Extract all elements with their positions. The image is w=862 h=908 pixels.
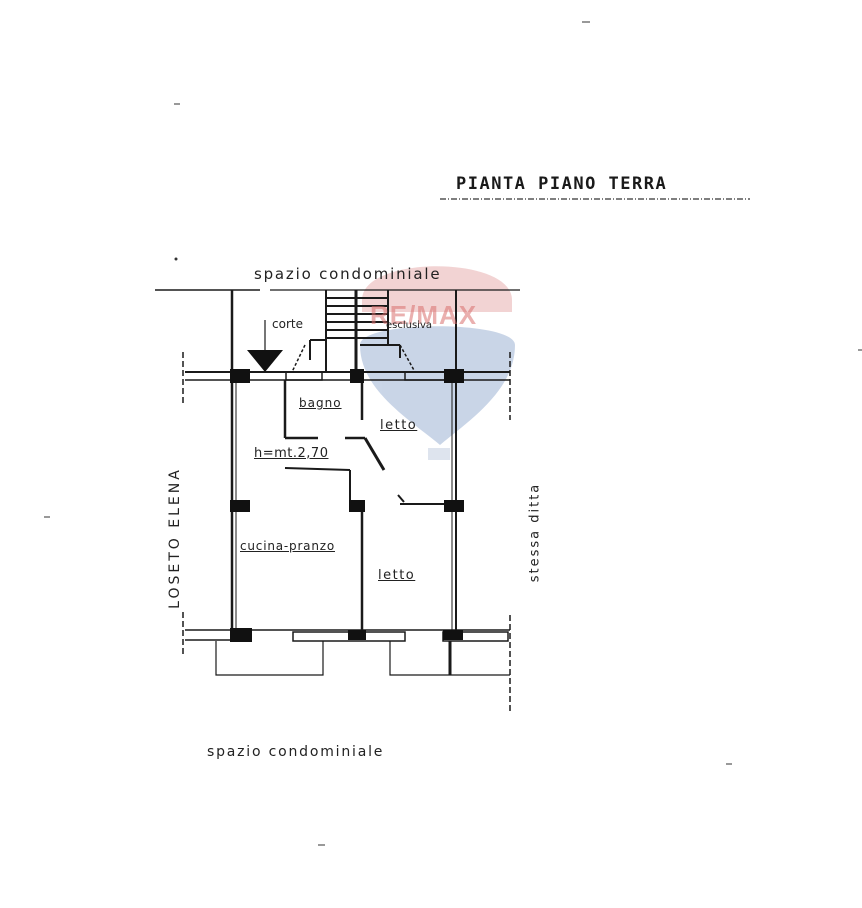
label-kitchen-dining: cucina-pranzo	[240, 539, 335, 553]
label-bedroom-1: letto	[380, 418, 418, 433]
label-bathroom: bagno	[299, 396, 342, 410]
label-bottom-common-space: spazio condominiale	[207, 744, 385, 760]
label-right-neighbor: stessa ditta	[527, 482, 543, 583]
label-esclusiva: esclusiva	[386, 320, 433, 331]
label-ceiling-height: h=mt.2,70	[254, 446, 329, 461]
label-top-common-space: spazio condominiale	[254, 265, 442, 283]
remax-balloon-watermark	[360, 266, 515, 460]
label-left-neighbor: LOSETO ELENA	[167, 467, 183, 609]
remax-watermark: RE/MAX	[370, 300, 478, 330]
label-corte: corte	[272, 317, 303, 331]
plan-title: PIANTA PIANO TERRA	[456, 174, 668, 194]
label-bedroom-2: letto	[378, 568, 416, 583]
